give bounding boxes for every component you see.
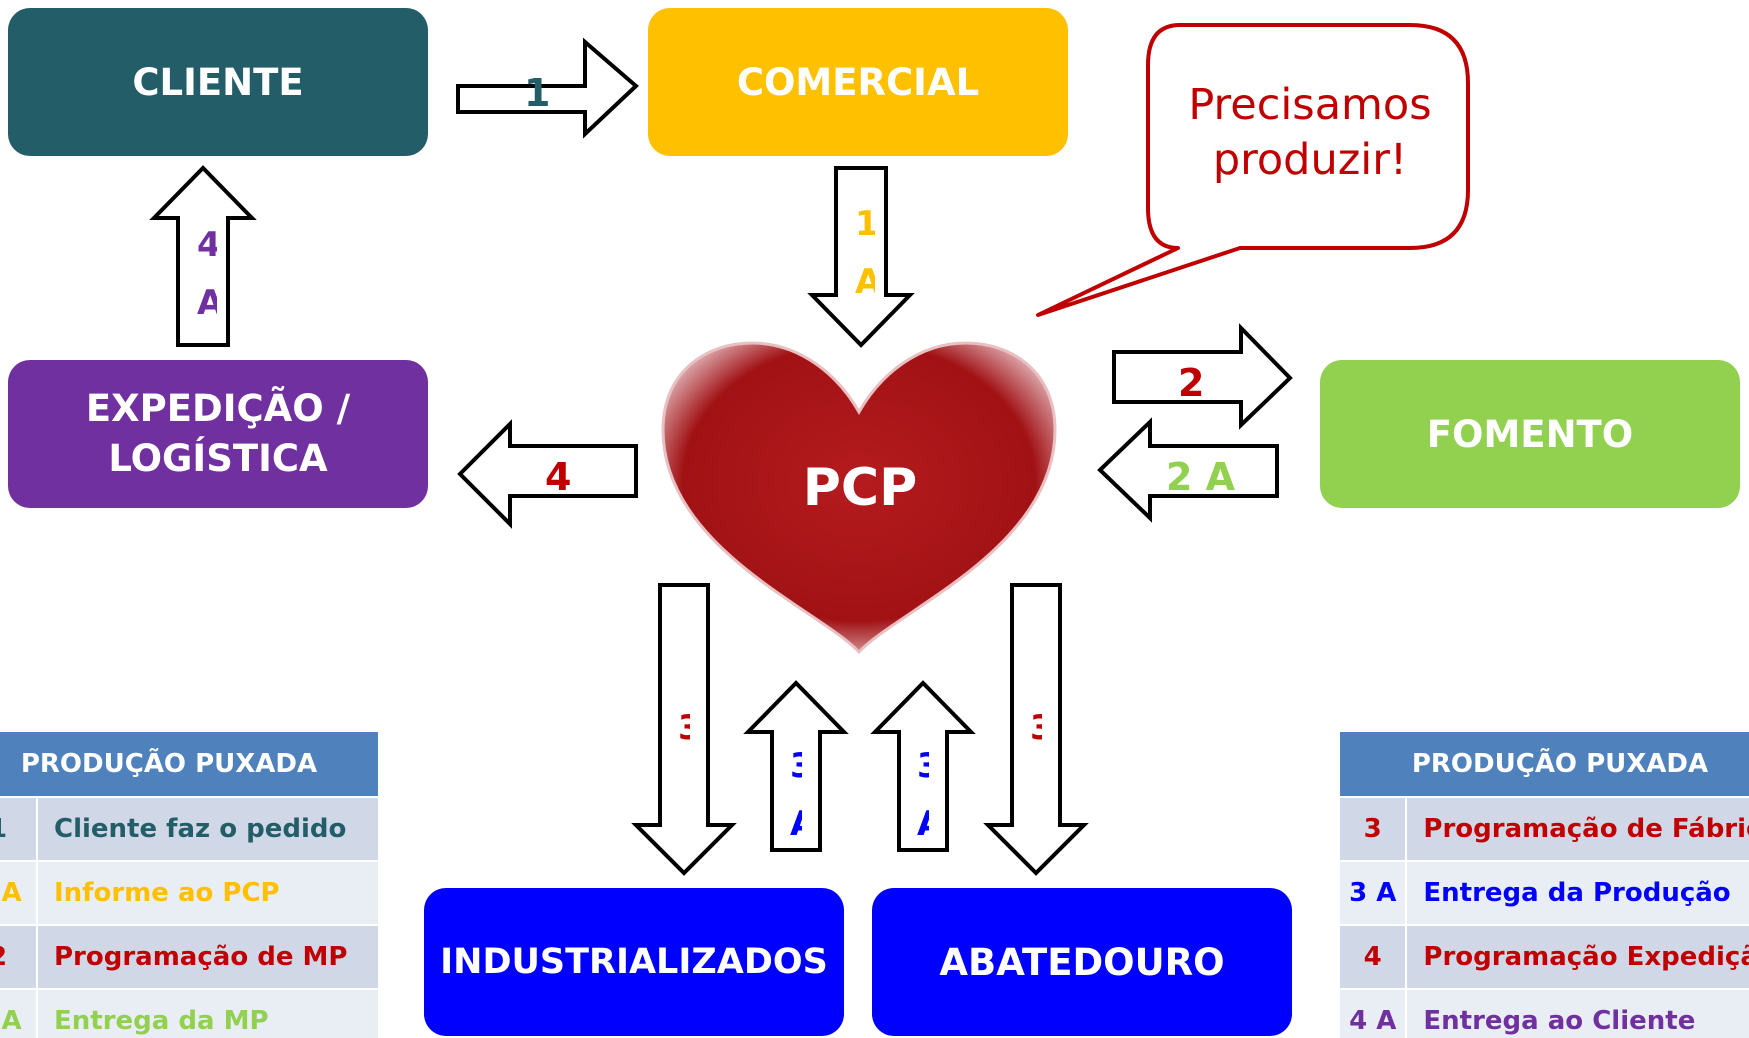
- legend-left: PRODUÇÃO PUXADA 1Cliente faz o pedido1 A…: [0, 732, 378, 1038]
- legend-code: 4: [1340, 924, 1408, 989]
- legend-left-table: PRODUÇÃO PUXADA 1Cliente faz o pedido1 A…: [0, 732, 378, 1038]
- arrow-1a: [807, 166, 915, 348]
- legend-code: 1: [0, 796, 38, 861]
- legend-description: Informe ao PCP: [37, 860, 378, 925]
- legend-description: Cliente faz o pedido: [37, 796, 378, 861]
- box-expedicao-label: EXPEDIÇÃO / LOGÍSTICA: [85, 387, 351, 480]
- box-cliente-label: CLIENTE: [132, 60, 304, 104]
- legend-description: Programação de Fábrica: [1406, 796, 1749, 861]
- box-industrializados-label: INDUSTRIALIZADOS: [440, 942, 828, 982]
- arrow-4-label: 4: [545, 455, 572, 499]
- legend-description: Entrega ao Cliente: [1406, 988, 1749, 1038]
- legend-row: 2Programação de MP: [0, 924, 378, 989]
- legend-description: Entrega da Produção: [1406, 860, 1749, 925]
- legend-code: 3: [1340, 796, 1408, 861]
- box-abatedouro: ABATEDOURO: [872, 888, 1292, 1036]
- legend-code: 3 A: [1340, 860, 1408, 925]
- box-cliente: CLIENTE: [8, 8, 428, 156]
- legend-code: 2 A: [0, 988, 38, 1038]
- arrow-3-industrializados: [631, 583, 737, 876]
- legend-left-header: PRODUÇÃO PUXADA: [0, 732, 378, 797]
- arrow-3-abatedouro: [983, 583, 1089, 876]
- arrow-3-industrializados-label: 3: [678, 708, 690, 745]
- box-fomento: FOMENTO: [1320, 360, 1740, 508]
- arrow-2: [1112, 323, 1293, 430]
- legend-description: Programação de MP: [37, 924, 378, 989]
- arrow-4: [457, 419, 638, 529]
- legend-code: 2: [0, 924, 38, 989]
- arrow-1-label: 1: [524, 71, 551, 115]
- arrow-4a: [149, 165, 257, 347]
- speech-bubble-text: Precisamos produzir!: [1188, 80, 1432, 185]
- arrow-3a-abatedouro: [870, 680, 976, 852]
- arrow-2a: [1097, 417, 1279, 523]
- arrow-1: [456, 37, 639, 139]
- legend-code: 1 A: [0, 860, 38, 925]
- box-comercial-label: COMERCIAL: [736, 60, 980, 104]
- box-industrializados: INDUSTRIALIZADOS: [424, 888, 844, 1036]
- legend-description: Entrega da MP: [37, 988, 378, 1038]
- arrow-2-label: 2: [1178, 361, 1205, 405]
- box-fomento-label: FOMENTO: [1426, 412, 1634, 456]
- legend-right-header: PRODUÇÃO PUXADA: [1340, 732, 1749, 797]
- speech-bubble: [1036, 23, 1470, 317]
- arrow-3a-industrializados: [743, 680, 849, 852]
- box-comercial: COMERCIAL: [648, 8, 1068, 156]
- arrow-3a-abatedouro-label: 3 A: [917, 746, 929, 844]
- arrow-3a-industrializados-label: 3 A: [790, 746, 802, 844]
- arrow-1a-label: 1 A: [855, 204, 875, 302]
- arrow-4a-label: 4 A: [197, 225, 217, 323]
- legend-row: 1Cliente faz o pedido: [0, 796, 378, 861]
- box-expedicao-logistica: EXPEDIÇÃO / LOGÍSTICA: [8, 360, 428, 508]
- arrow-3-abatedouro-label: 3: [1030, 708, 1042, 745]
- pcp-heart: [661, 341, 1057, 655]
- arrow-2a-label: 2 A: [1166, 455, 1236, 499]
- legend-code: 4 A: [1340, 988, 1408, 1038]
- box-abatedouro-label: ABATEDOURO: [939, 940, 1225, 984]
- legend-description: Programação Expedição: [1406, 924, 1749, 989]
- pcp-label: PCP: [802, 458, 918, 518]
